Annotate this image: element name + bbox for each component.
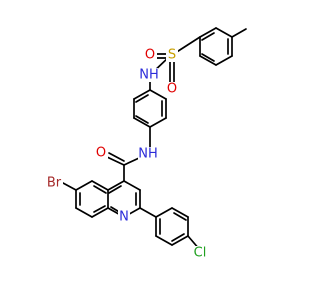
sulfonyl-oxygen-bottom-label: O [167, 82, 177, 97]
bond [108, 152, 125, 162]
atom-label-background [96, 146, 108, 160]
bond [93, 185, 107, 194]
bond [199, 27, 217, 38]
bond [93, 205, 106, 213]
bond [199, 55, 217, 66]
atom-label-background [166, 82, 178, 96]
bond [75, 180, 93, 191]
bromine-label: Br [47, 176, 62, 191]
atom-label-background [45, 176, 63, 190]
sulfur-label: S [168, 48, 176, 63]
chlorine-label: Cl [194, 246, 207, 261]
bond [171, 235, 189, 246]
atom-label-background [191, 246, 209, 260]
atom-label-background [145, 48, 157, 62]
bond [107, 180, 125, 191]
bond [106, 156, 125, 166]
sulfonamide-nh-label: NH [139, 68, 159, 83]
bond [171, 207, 189, 218]
bond [133, 89, 151, 100]
bond [231, 28, 247, 38]
bond [108, 185, 122, 194]
molecule-diagram: O S O NH NH O Br N Cl [45, 27, 247, 261]
bond [62, 182, 77, 191]
carbonyl-oxygen-label: O [96, 146, 106, 161]
bond [123, 180, 141, 191]
bond [91, 180, 109, 191]
atom-label-background [138, 147, 158, 161]
sulfonyl-oxygen-label: O [145, 48, 155, 63]
amide-nh-label: NH [138, 147, 158, 162]
atom-label-background [166, 48, 178, 62]
bond [149, 89, 167, 100]
bond [135, 115, 149, 124]
bond [201, 53, 215, 62]
atom-label-background [118, 210, 130, 224]
bond [215, 55, 233, 66]
bond [75, 207, 93, 218]
bond [155, 207, 173, 218]
bond [215, 27, 233, 38]
atom-labels: O S O NH NH O Br N Cl [45, 48, 209, 261]
bond [91, 207, 109, 218]
bond [201, 32, 215, 41]
bond [139, 207, 157, 218]
bond [133, 117, 151, 128]
quinoline-nitrogen-label: N [119, 210, 129, 225]
bond [173, 212, 187, 221]
bond [171, 233, 185, 242]
bond [155, 235, 173, 246]
atom-label-background [140, 68, 158, 82]
bond [149, 117, 167, 128]
bond [135, 94, 149, 103]
